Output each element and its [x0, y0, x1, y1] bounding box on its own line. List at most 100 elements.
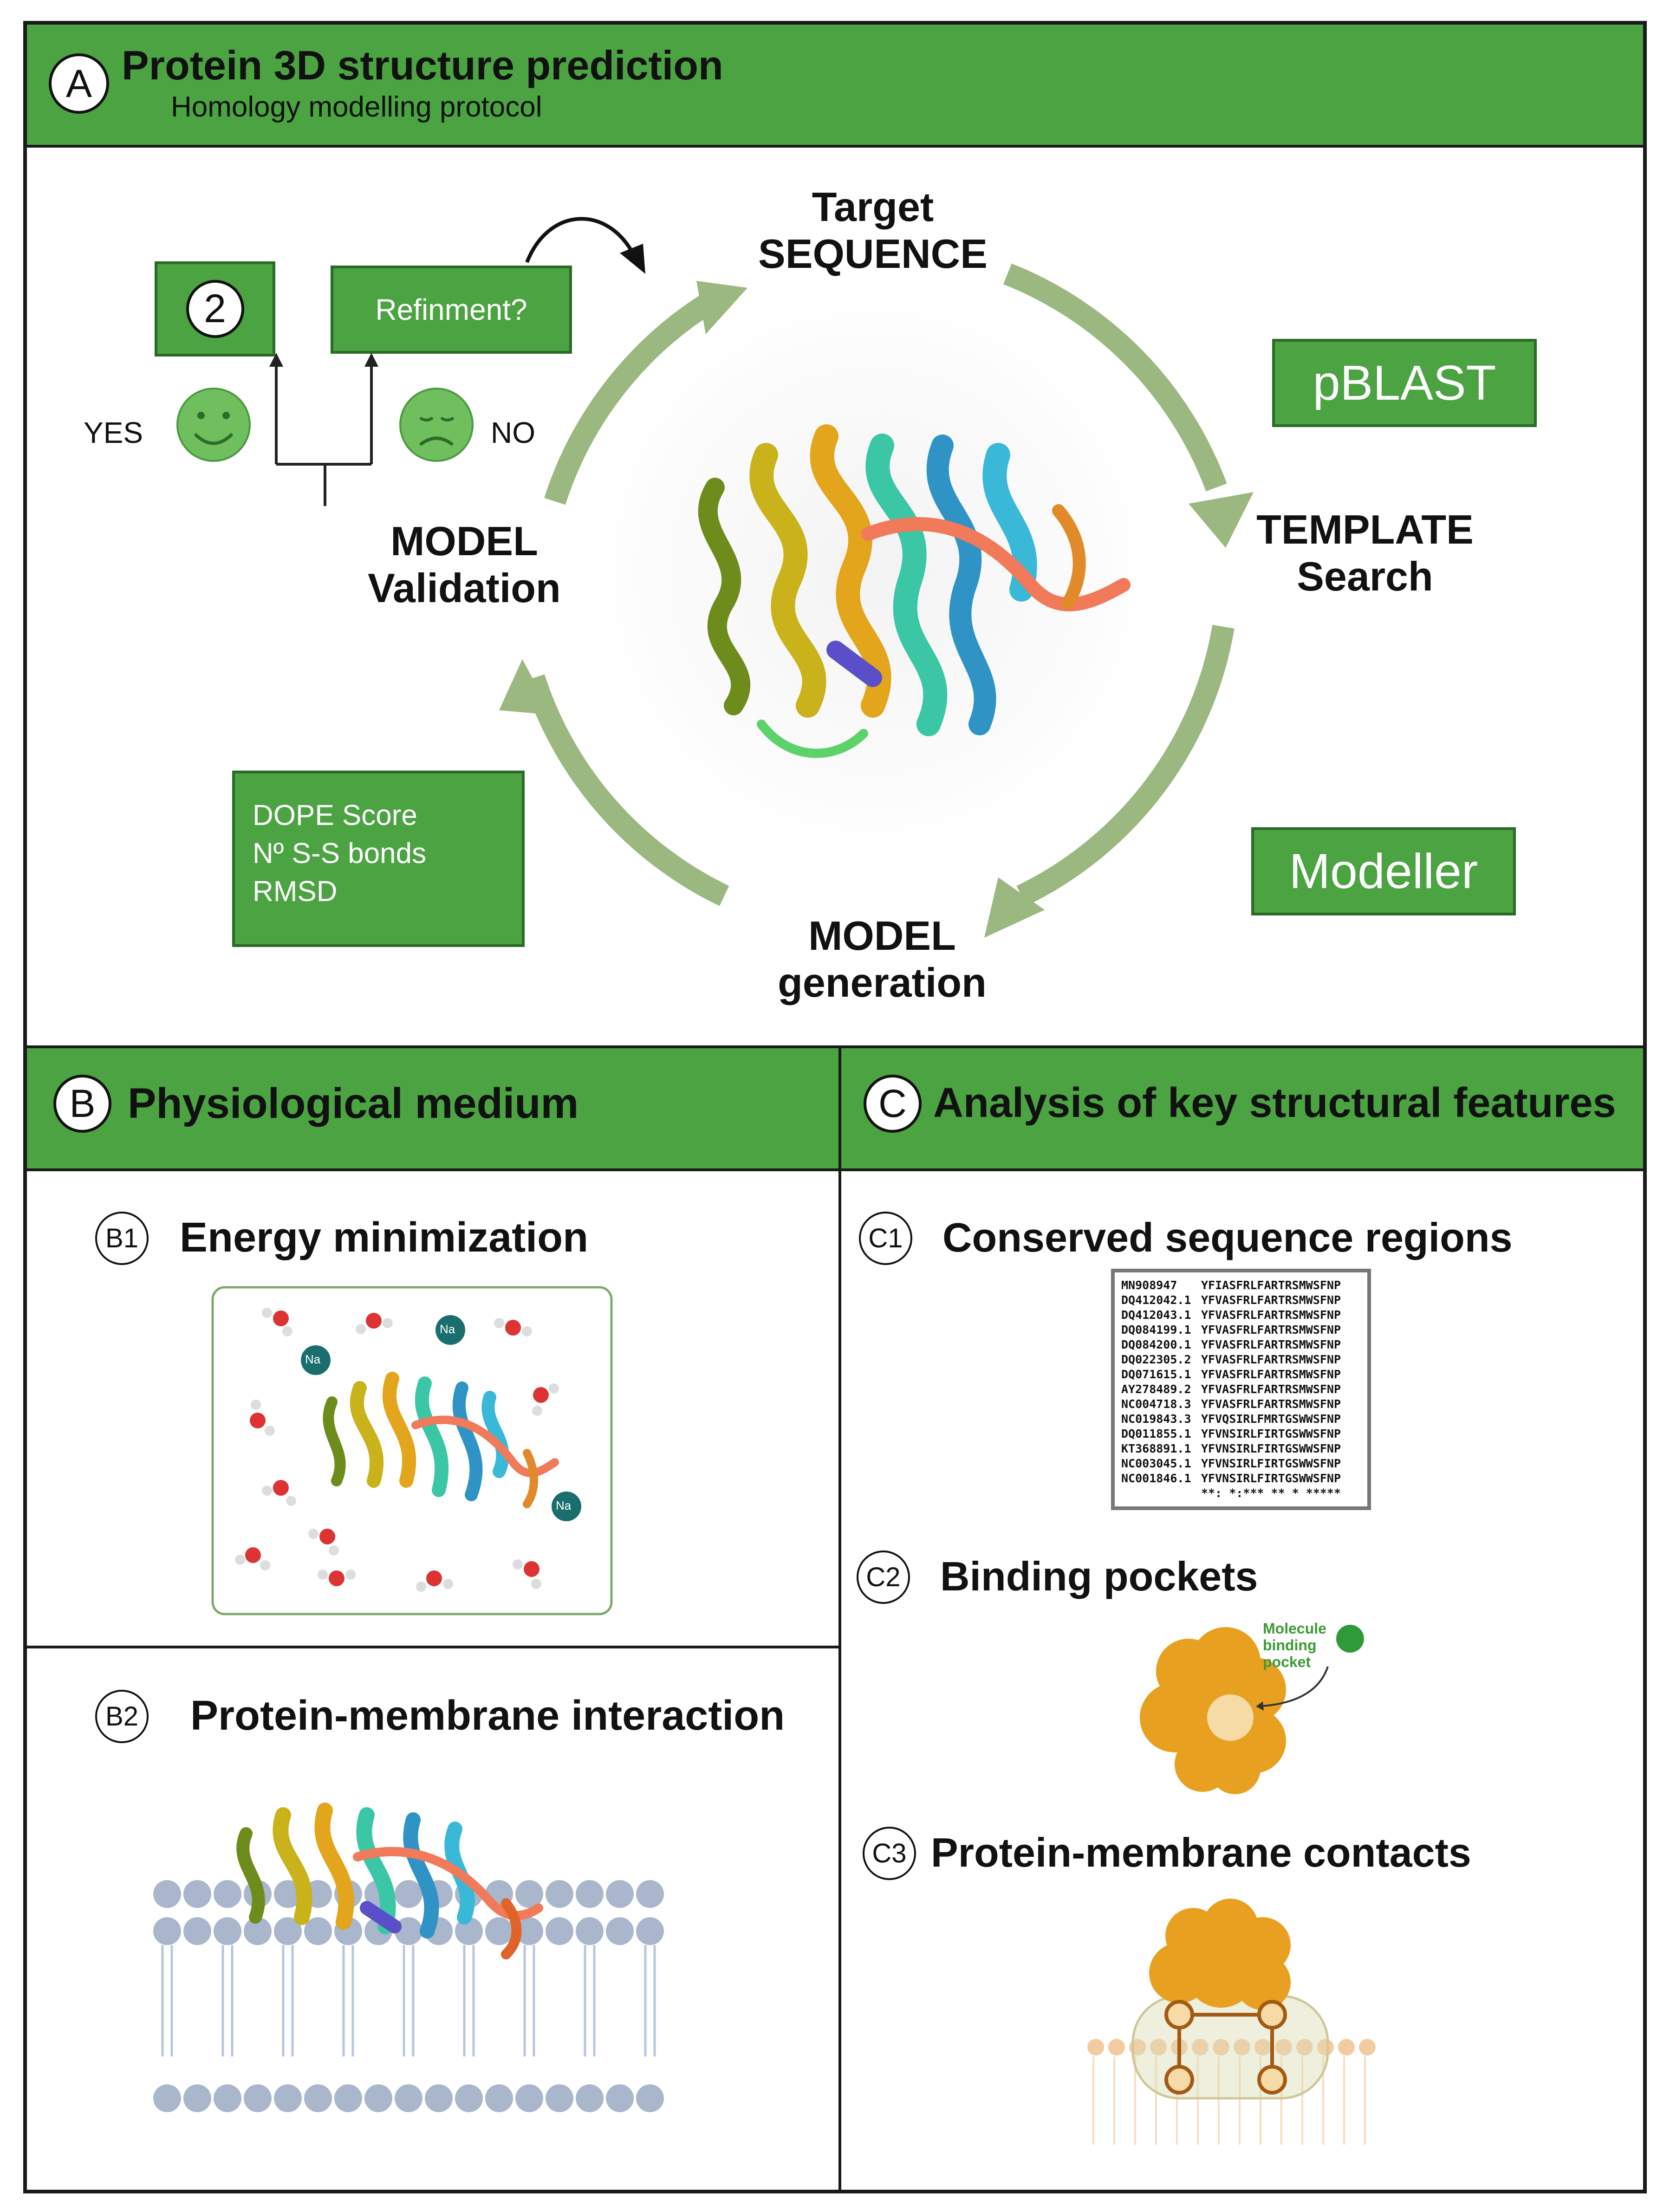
pblast-label: pBLAST [1313, 355, 1496, 410]
seq-residues: YFVNSIRLFIRTGSWWSFNP [1201, 1457, 1341, 1470]
b1-protein [323, 1372, 559, 1508]
seq-id: DQ412042.1 [1121, 1293, 1191, 1307]
panel-c-letter: C [864, 1075, 922, 1133]
panel-c-letter-text: C [878, 1082, 907, 1125]
cycle-arrows [523, 263, 1235, 906]
alignment-row: NC003045.1 YFVNSIRLFIRTGSWWSFNP [1121, 1456, 1361, 1471]
arrow-validation-to-target [544, 292, 716, 505]
divider-b-c [838, 1048, 841, 2190]
seq-residues: YFVASFRLFARTRSMWSFNP [1201, 1293, 1341, 1307]
binding-pocket-illustration [1140, 1625, 1364, 1794]
label-target-sequence: Target SEQUENCE [734, 183, 1012, 277]
c3-tag: C3 [863, 1827, 916, 1880]
consensus-row: **: *:*** ** * ***** [1121, 1486, 1361, 1501]
c2-tag: C2 [857, 1550, 910, 1604]
pblast-box: pBLAST [1272, 339, 1537, 427]
pocket-annotation: Molecule binding pocket [1263, 1620, 1326, 1670]
annotation-line3: pocket [1263, 1654, 1311, 1670]
annotation-line2: binding [1263, 1637, 1317, 1654]
c1-tag: C1 [859, 1212, 912, 1265]
seq-residues: YFVASFRLFARTRSMWSFNP [1201, 1397, 1341, 1411]
b2-title: Protein-membrane interaction [190, 1693, 785, 1739]
contact-zone [1131, 1995, 1329, 2100]
seq-id: DQ084200.1 [1121, 1338, 1191, 1351]
contact-residues [1164, 2000, 1287, 2095]
sad-face-icon [399, 388, 474, 462]
step-two-box: 2 [155, 261, 275, 357]
refinement-box: Refinment? [331, 266, 572, 354]
target-line2: SEQUENCE [758, 231, 988, 277]
lower-lipid-heads [153, 2084, 664, 2112]
metric-ss-bonds: Nº S-S bonds [253, 837, 427, 869]
na-ion-label-3: Na [556, 1498, 572, 1512]
b1-tag: B1 [95, 1212, 149, 1265]
water-box-illustration [211, 1286, 613, 1615]
connector-arrowheads [269, 353, 378, 367]
panel-b-letter: B [53, 1075, 111, 1133]
panel-a-title: Protein 3D structure prediction [122, 42, 723, 88]
panel-a-subtitle: Homology modelling protocol [171, 91, 542, 123]
label-template-search: TEMPLATE Search [1226, 506, 1504, 600]
c1-tag-text: C1 [868, 1223, 903, 1253]
panel-b-header [27, 1048, 838, 1171]
generation-line2: generation [778, 960, 987, 1006]
alignment-row: NC004718.3 YFVASFRLFARTRSMWSFNP [1121, 1397, 1361, 1412]
label-model-generation: MODEL generation [743, 912, 1021, 1006]
seq-id: NC003045.1 [1121, 1457, 1191, 1470]
arrow-template-to-generation [1016, 625, 1235, 906]
panel-a-letter-text: A [65, 61, 92, 105]
na-ion-label-2: Na [305, 1352, 321, 1366]
modeller-label: Modeller [1289, 843, 1478, 899]
no-label: NO [491, 416, 535, 449]
c3-tag-text: C3 [872, 1838, 907, 1868]
panel-c-title: Analysis of key structural features [933, 1080, 1616, 1126]
cycle-arrowheads [499, 281, 1254, 938]
target-line1: Target [812, 184, 934, 230]
template-line1: TEMPLATE [1256, 506, 1474, 552]
b2-tag: B2 [95, 1690, 149, 1743]
protein-backdrop [576, 274, 1170, 868]
seq-id: MN908947 [1121, 1278, 1177, 1292]
seq-residues: YFVASFRLFARTRSMWSFNP [1201, 1323, 1341, 1336]
seq-id: NC004718.3 [1121, 1397, 1191, 1411]
label-model-validation: MODEL Validation [325, 518, 604, 611]
refinement-label: Refinment? [375, 293, 527, 326]
seq-id: DQ011855.1 [1121, 1427, 1191, 1440]
contacts-protein-surface [1149, 1899, 1291, 2010]
validation-metrics-box: DOPE Score Nº S-S bonds RMSD [232, 771, 525, 947]
seq-residues: YFVASFRLFARTRSMWSFNP [1201, 1338, 1341, 1351]
lipid-tails [161, 1945, 656, 2056]
alignment-row: MN908947 YFIASFRLFARTRSMWSFNP [1121, 1278, 1361, 1293]
seq-id: DQ412043.1 [1121, 1308, 1191, 1322]
panel-b-letter-text: B [69, 1082, 96, 1125]
annotation-line1: Molecule [1263, 1620, 1326, 1637]
seq-id: KT368891.1 [1121, 1442, 1191, 1455]
modeller-box: Modeller [1251, 827, 1516, 915]
step-two-circle: 2 [186, 280, 244, 338]
refinement-curved-arrow [525, 217, 633, 263]
b1-tag-text: B1 [105, 1223, 138, 1253]
homology-cycle-diagram [176, 217, 1254, 938]
seq-residues: YFVNSIRLFIRTGSWWSFNP [1201, 1472, 1341, 1485]
c3-title: Protein-membrane contacts [931, 1829, 1471, 1875]
seq-residues: YFVASFRLFARTRSMWSFNP [1201, 1368, 1341, 1381]
water-molecules [235, 1308, 559, 1592]
b2-tag-text: B2 [105, 1701, 138, 1732]
seq-id: DQ022305.2 [1121, 1353, 1191, 1366]
consensus-line: **: *:*** ** * ***** [1201, 1486, 1341, 1500]
validation-line2: Validation [368, 565, 561, 611]
seq-residues: YFVASFRLFARTRSMWSFNP [1201, 1353, 1341, 1366]
panel-a-header [27, 25, 1643, 148]
seq-residues: YFIASFRLFARTRSMWSFNP [1201, 1278, 1341, 1292]
alignment-row: DQ412042.1 YFVASFRLFARTRSMWSFNP [1121, 1293, 1361, 1308]
protein-membrane-contacts-illustration [1087, 1899, 1376, 2145]
happy-face-icon [176, 388, 251, 462]
alignment-row: DQ022305.2 YFVASFRLFARTRSMWSFNP [1121, 1352, 1361, 1367]
